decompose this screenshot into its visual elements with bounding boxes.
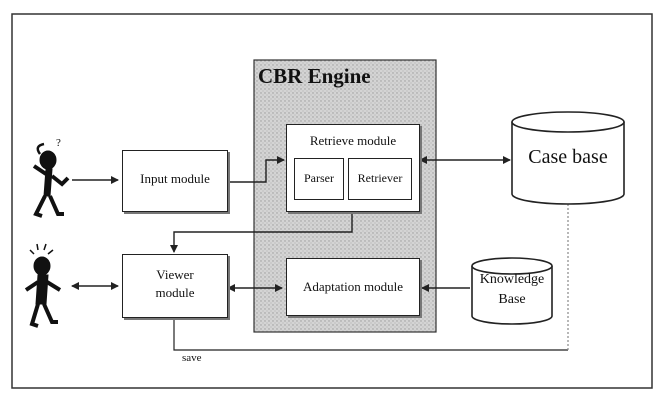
- case-base-cylinder: [511, 111, 625, 205]
- input-module-box: Input module: [122, 150, 228, 212]
- save-label: save: [182, 352, 202, 364]
- knowledge-base-label-line2: Base: [498, 292, 526, 307]
- outer-frame: [11, 13, 653, 389]
- svg-text:?: ?: [56, 137, 61, 149]
- cbr-engine-title: CBR Engine: [258, 64, 371, 88]
- viewer-module-label-line2: module: [155, 285, 195, 300]
- parser-box: Parser: [294, 158, 344, 200]
- knowledge-base-cylinder: [471, 257, 553, 325]
- viewer-module-label-line1: Viewer: [156, 267, 194, 282]
- user-idea-icon: [24, 243, 62, 328]
- viewer-module-box: Viewer module: [122, 254, 228, 318]
- case-base-label: Case base: [528, 146, 608, 168]
- retrieve-module-label: Retrieve module: [309, 133, 397, 148]
- knowledge-base-label-line1: Knowledge: [479, 272, 545, 287]
- save-path-line: [173, 318, 568, 351]
- parser-label: Parser: [304, 171, 334, 185]
- arrow-retrieve-to-viewer: [170, 212, 353, 253]
- adaptation-module-label: Adaptation module: [302, 279, 403, 294]
- retriever-label: Retriever: [357, 171, 403, 185]
- input-module-label: Input module: [140, 171, 210, 186]
- user-thinking-icon: ?: [32, 137, 70, 218]
- adaptation-module-box: Adaptation module: [286, 258, 420, 316]
- arrow-input-to-retrieve: [228, 156, 285, 183]
- retriever-box: Retriever: [348, 158, 412, 200]
